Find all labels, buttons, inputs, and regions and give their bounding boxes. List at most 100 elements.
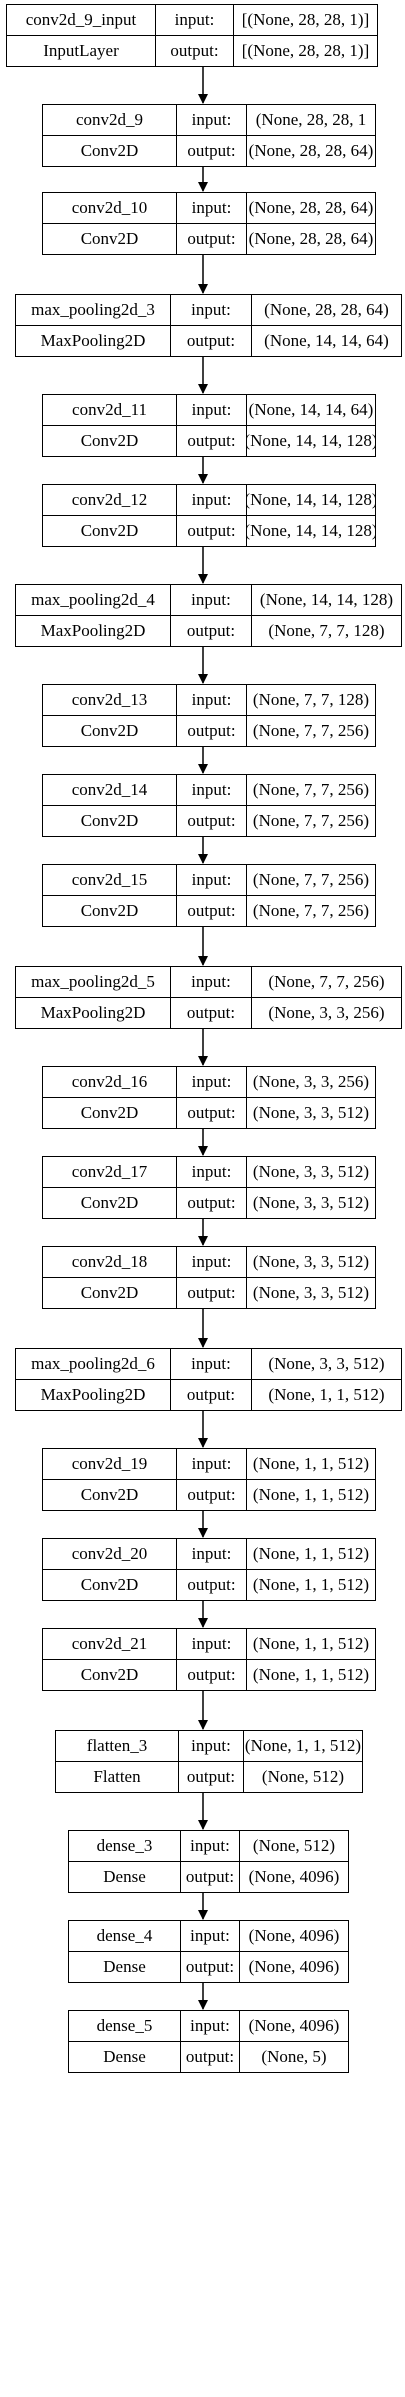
output-label: output: <box>181 1951 240 1982</box>
output-shape: (None, 1, 1, 512) <box>252 1665 370 1685</box>
layer-type: Conv2D <box>43 895 177 926</box>
input-label: input: <box>177 193 247 224</box>
input-shape: (None, 3, 3, 512) <box>247 1157 375 1188</box>
output-shape: (None, 1, 1, 512) <box>252 1575 370 1595</box>
output-shape: (None, 7, 7, 128) <box>268 621 385 641</box>
input-label: input: <box>181 2011 240 2042</box>
output-shape: (None, 7, 7, 256) <box>252 811 370 831</box>
layer-type: Dense <box>69 1951 181 1982</box>
input-label: input: <box>177 1629 247 1660</box>
input-label: input: <box>181 1921 240 1952</box>
output-label: output: <box>177 135 247 166</box>
layer-type: Conv2D <box>43 425 177 456</box>
output-shape: (None, 4096) <box>248 1957 340 1977</box>
input-shape: (None, 3, 3, 512) <box>247 1247 375 1278</box>
input-shape: (None, 14, 14, 128) <box>247 485 375 516</box>
input-shape: (None, 512) <box>240 1831 348 1862</box>
layer-name: conv2d_15 <box>43 865 177 896</box>
input-label: input: <box>177 1067 247 1098</box>
layer-type: Flatten <box>56 1761 179 1792</box>
input-shape: (None, 1, 1, 512) <box>247 1629 375 1660</box>
output-label: output: <box>156 35 234 66</box>
layer-name: conv2d_17 <box>43 1157 177 1188</box>
layer-type: Conv2D <box>43 1277 177 1308</box>
output-label: output: <box>181 2041 240 2072</box>
layer-type: Conv2D <box>43 1659 177 1690</box>
layer-type: MaxPooling2D <box>16 325 171 356</box>
input-label: input: <box>177 1449 247 1480</box>
layer-name: conv2d_10 <box>43 193 177 224</box>
output-label: output: <box>177 515 247 546</box>
output-shape: (None, 1, 1, 512) <box>252 1485 370 1505</box>
layer-name: conv2d_9_input <box>7 5 156 36</box>
layer-name: conv2d_16 <box>43 1067 177 1098</box>
output-shape: (None, 14, 14, 128) <box>247 431 375 451</box>
output-label: output: <box>171 997 252 1028</box>
output-shape: (None, 7, 7, 256) <box>252 901 370 921</box>
output-label: output: <box>177 1187 247 1218</box>
layer-name: dense_3 <box>69 1831 181 1862</box>
input-shape: (None, 7, 7, 256) <box>247 775 375 806</box>
input-shape: (None, 14, 14, 128) <box>252 585 401 616</box>
layer-name: max_pooling2d_6 <box>16 1349 171 1380</box>
layer-name: dense_4 <box>69 1921 181 1952</box>
input-shape: (None, 3, 3, 256) <box>247 1067 375 1098</box>
layer-name: conv2d_19 <box>43 1449 177 1480</box>
layer-type: Conv2D <box>43 515 177 546</box>
layer-type: Conv2D <box>43 715 177 746</box>
output-shape: (None, 3, 3, 512) <box>252 1283 370 1303</box>
input-label: input: <box>171 295 252 326</box>
output-label: output: <box>177 1277 247 1308</box>
input-shape: (None, 14, 14, 64) <box>247 395 375 426</box>
layer-type: Dense <box>69 2041 181 2072</box>
output-label: output: <box>177 1659 247 1690</box>
input-shape: (None, 4096) <box>240 1921 348 1952</box>
input-shape: (None, 1, 1, 512) <box>247 1539 375 1570</box>
layer-name: dense_5 <box>69 2011 181 2042</box>
output-shape: (None, 7, 7, 256) <box>252 721 370 741</box>
layer-name: max_pooling2d_3 <box>16 295 171 326</box>
input-label: input: <box>177 1539 247 1570</box>
input-shape: (None, 4096) <box>240 2011 348 2042</box>
layer-name: conv2d_13 <box>43 685 177 716</box>
output-shape: (None, 14, 14, 128) <box>247 521 375 541</box>
input-label: input: <box>181 1831 240 1862</box>
input-label: input: <box>177 485 247 516</box>
output-label: output: <box>181 1861 240 1892</box>
layer-name: conv2d_21 <box>43 1629 177 1660</box>
input-shape: (None, 28, 28, 64) <box>252 295 401 326</box>
layer-type: Conv2D <box>43 805 177 836</box>
layer-name: max_pooling2d_4 <box>16 585 171 616</box>
layer-type: MaxPooling2D <box>16 615 171 646</box>
output-label: output: <box>171 615 252 646</box>
output-label: output: <box>177 1479 247 1510</box>
input-label: input: <box>177 105 247 136</box>
output-label: output: <box>171 1379 252 1410</box>
layer-type: Conv2D <box>43 223 177 254</box>
output-shape: [(None, 28, 28, 1)] <box>241 41 370 61</box>
layer-type: Conv2D <box>43 135 177 166</box>
input-shape: (None, 7, 7, 128) <box>247 685 375 716</box>
output-shape: (None, 3, 3, 256) <box>268 1003 385 1023</box>
output-label: output: <box>177 805 247 836</box>
input-shape: (None, 1, 1, 512) <box>244 1731 362 1762</box>
input-shape: (None, 3, 3, 512) <box>252 1349 401 1380</box>
layer-name: conv2d_12 <box>43 485 177 516</box>
input-label: input: <box>179 1731 244 1762</box>
